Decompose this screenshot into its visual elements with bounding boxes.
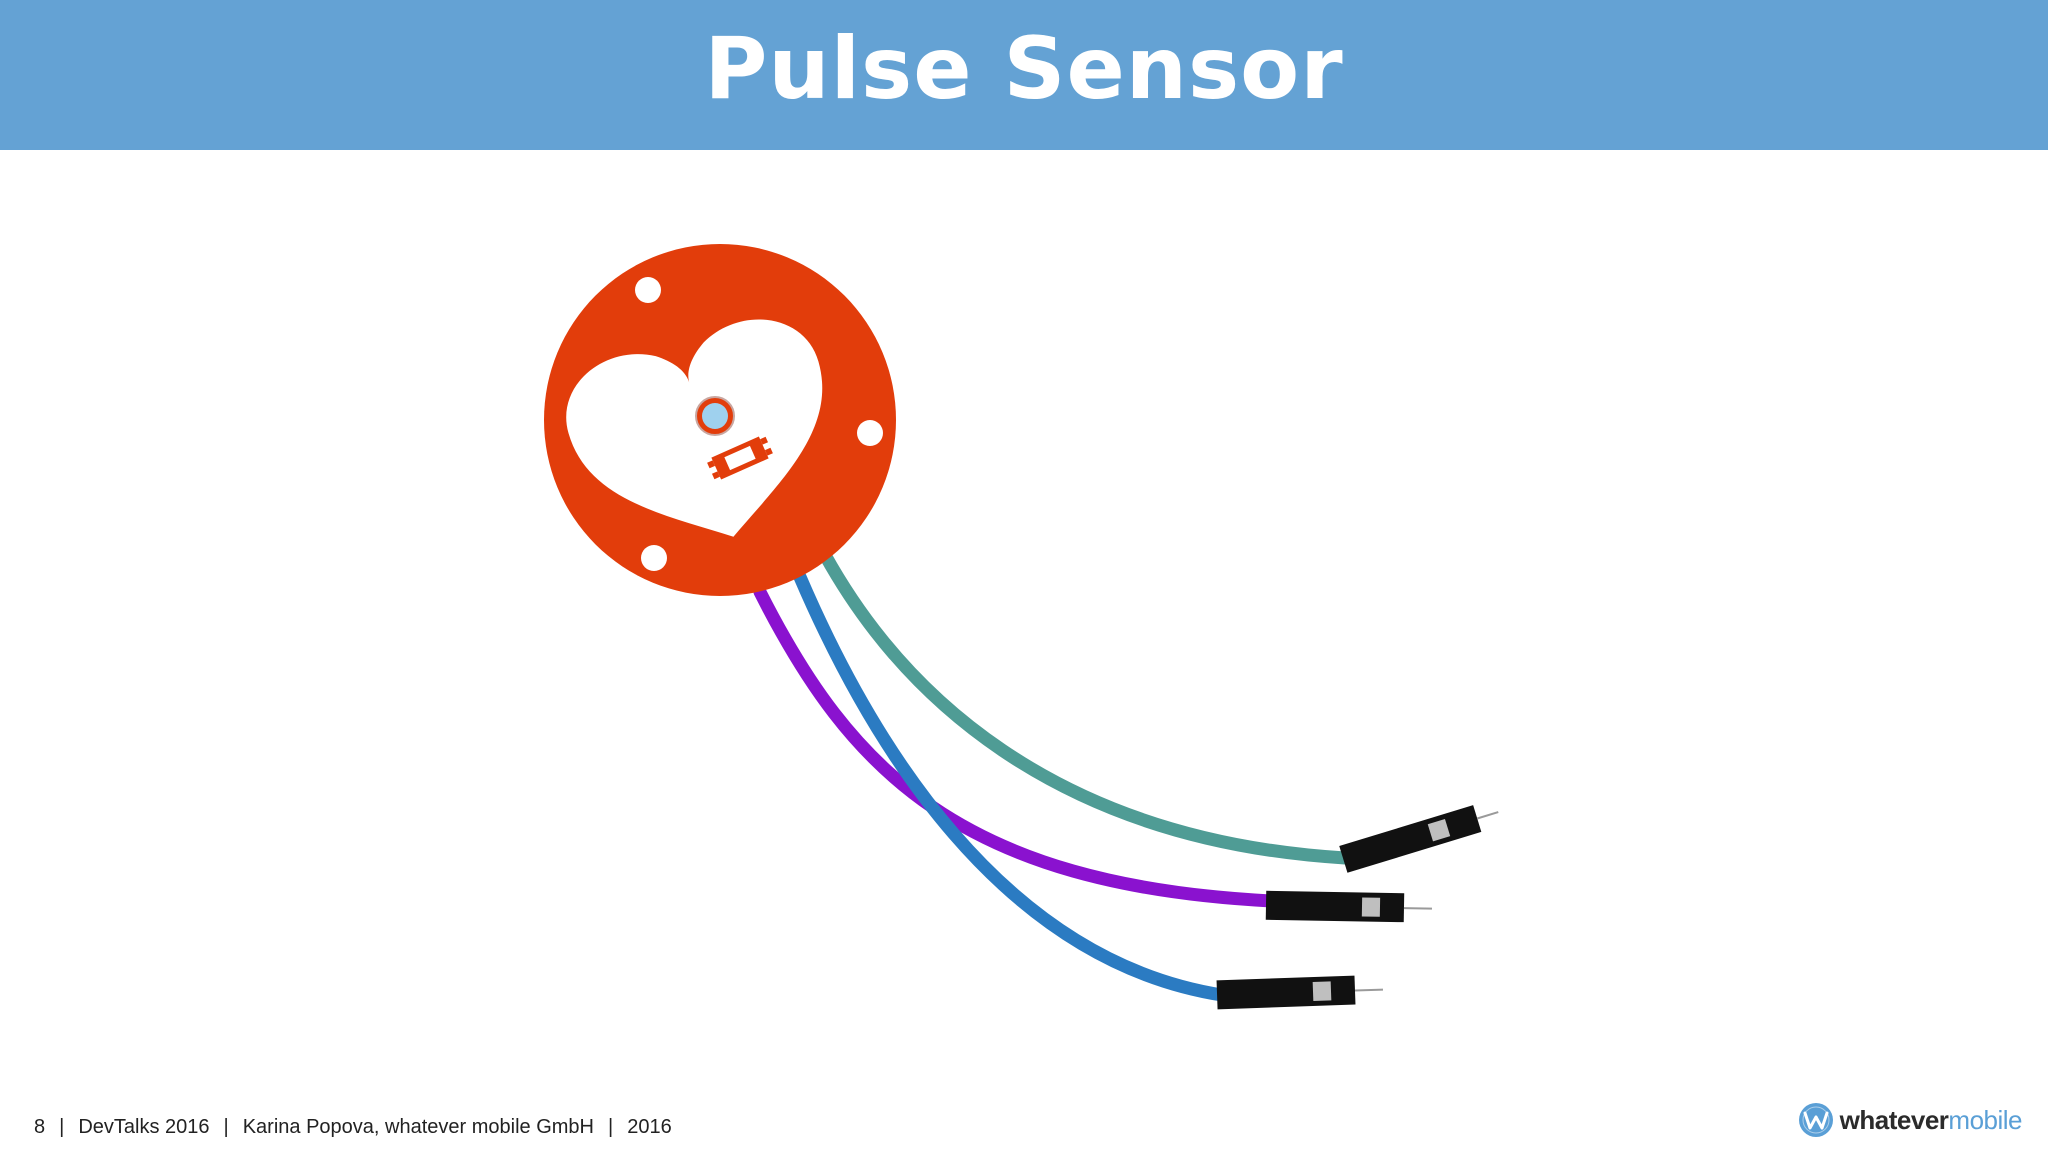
- connector-teal: [1339, 805, 1499, 873]
- mount-hole-bottom: [641, 545, 667, 571]
- sensor-chip-icon: [707, 436, 773, 480]
- wire-blue: [793, 570, 1229, 1002]
- pulse-sensor-illustration: [544, 244, 1499, 1010]
- footer-separator: |: [608, 1115, 614, 1138]
- footer-event: DevTalks 2016: [78, 1115, 210, 1138]
- heart-icon: [566, 319, 823, 537]
- logo-word-mobile: mobile: [1948, 1105, 2022, 1135]
- footer-year: 2016: [627, 1115, 672, 1138]
- mount-hole-top: [635, 277, 661, 303]
- company-logo: whatevermobile: [1798, 1099, 2022, 1141]
- sensor-board: [544, 244, 896, 596]
- mount-hole-right: [857, 420, 883, 446]
- footer-author: Karina Popova, whatever mobile GmbH: [242, 1115, 594, 1138]
- connector-blue: [1216, 975, 1384, 1010]
- footer-separator: |: [59, 1115, 65, 1138]
- footer: 8 | DevTalks 2016 | Karina Popova, whate…: [34, 1112, 672, 1142]
- footer-separator: |: [223, 1115, 229, 1138]
- connector-purple: [1265, 890, 1432, 923]
- logo-text: whatevermobile: [1839, 1105, 2023, 1135]
- page-number: 8: [34, 1115, 46, 1138]
- slide-title: Pulse Sensor: [704, 19, 1344, 119]
- logo-word-whatever: whatever: [1839, 1105, 1949, 1135]
- title-bar: Pulse Sensor: [0, 0, 2048, 150]
- wire-teal: [818, 548, 1352, 865]
- wire-purple: [753, 585, 1279, 908]
- w-logo-icon: [1798, 1103, 1833, 1137]
